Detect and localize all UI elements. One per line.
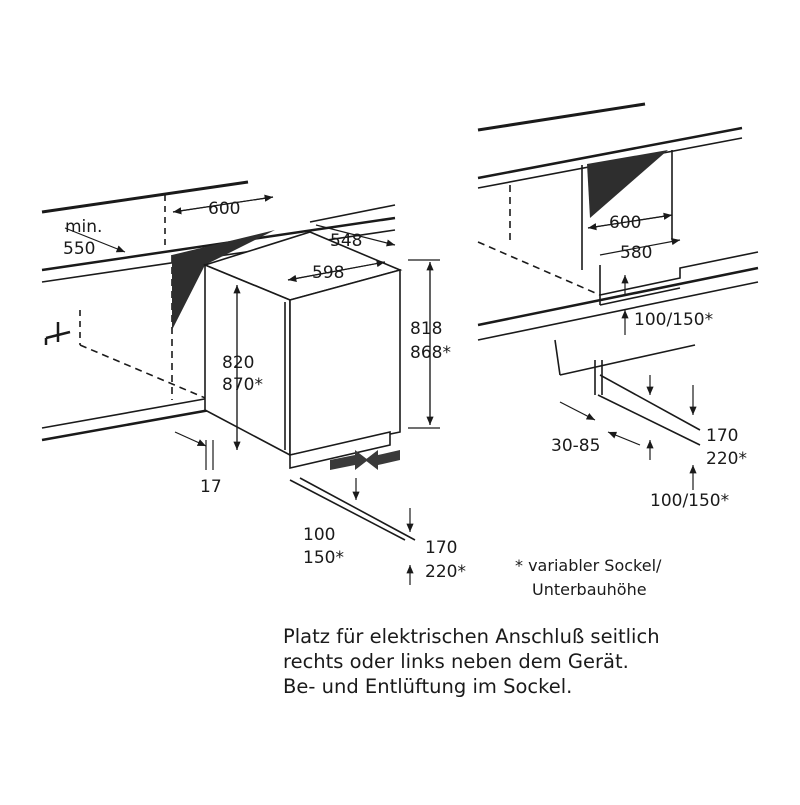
installation-caption: Platz für elektrischen Anschluß seitlich… [283, 624, 783, 699]
height-868: 868* [410, 343, 451, 363]
right-base-170: 170 [706, 426, 738, 446]
left-dimension-lines [64, 194, 440, 585]
right-base-220: 220* [706, 449, 747, 469]
base-100: 100 [303, 525, 335, 545]
caption-line2: rechts oder links neben dem Gerät. [283, 650, 629, 673]
right-niche-drawing [477, 102, 759, 446]
min-label: min. [65, 217, 102, 237]
airflow-arrows-left [330, 450, 400, 470]
socket-icon [44, 322, 71, 345]
top-600: 600 [609, 213, 641, 233]
range-30-85: 30-85 [551, 436, 600, 456]
right-labels: 600 580 100/150* 30-85 170 220* 100/150* [551, 213, 747, 511]
footnote-line2: Unterbauhöhe [532, 580, 647, 599]
vent-top: 100/150* [634, 310, 713, 330]
width-598: 598 [312, 263, 344, 283]
footnote: * variabler Sockel/ Unterbauhöhe [515, 556, 662, 599]
offset-17: 17 [200, 477, 222, 497]
min-value: 550 [63, 239, 95, 259]
caption-line3: Be- und Entlüftung im Sockel. [283, 675, 573, 698]
right-dimension-lines [559, 212, 697, 490]
left-labels: min. 550 600 548 598 820 870* 818 868* 1… [63, 199, 466, 582]
base-220: 220* [425, 562, 466, 582]
depth-548: 548 [330, 231, 362, 251]
caption-line1: Platz für elektrischen Anschluß seitlich [283, 625, 660, 648]
height-820: 820 [222, 353, 254, 373]
height-870: 870* [222, 375, 263, 395]
height-818: 818 [410, 319, 442, 339]
left-niche-drawing [41, 180, 416, 541]
footnote-line1: * variabler Sockel/ [515, 556, 662, 575]
base-170: 170 [425, 538, 457, 558]
vent-bottom: 100/150* [650, 491, 729, 511]
top-580: 580 [620, 243, 652, 263]
base-150: 150* [303, 548, 344, 568]
niche-width-600: 600 [208, 199, 240, 219]
